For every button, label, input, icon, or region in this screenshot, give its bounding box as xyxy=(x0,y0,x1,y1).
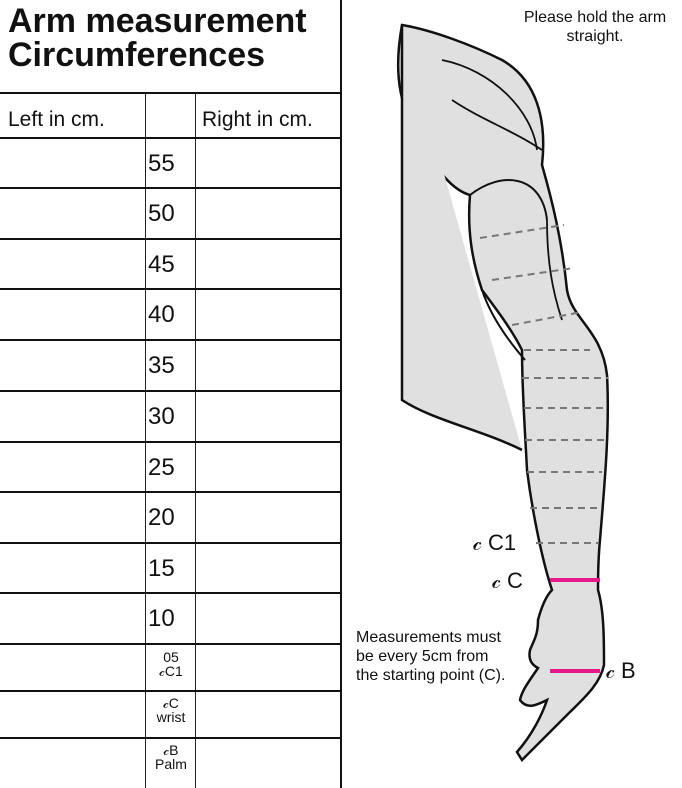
row-label-palm: Palm xyxy=(146,757,196,771)
row-line xyxy=(0,542,340,544)
marker-c: 𝒸 C xyxy=(492,568,523,594)
row-label-wrist: wrist xyxy=(146,710,196,724)
instruction-bottom: Measurements must be every 5cm from the … xyxy=(356,628,506,685)
row-value-05: 05 𝒸C1 xyxy=(146,650,196,678)
row-line xyxy=(0,288,340,290)
row-value-40: 40 xyxy=(148,301,194,329)
row-value-15: 15 xyxy=(148,555,194,583)
right-column-header: Right in cm. xyxy=(202,108,313,132)
row-value-10: 10 xyxy=(148,605,194,633)
instruction-top: Please hold the arm straight. xyxy=(520,8,670,46)
row-label-05: 05 xyxy=(146,650,196,664)
row-line xyxy=(0,187,340,189)
title-line-2: Circumferences xyxy=(8,38,338,72)
marker-c1: 𝒸 C1 xyxy=(473,530,516,556)
row-line xyxy=(0,441,340,443)
row-value-30: 30 xyxy=(148,403,194,431)
row-line xyxy=(0,491,340,493)
row-value-55: 55 xyxy=(148,150,194,178)
row-line xyxy=(0,339,340,341)
row-value-50: 50 xyxy=(148,200,194,228)
row-value-20: 20 xyxy=(148,504,194,532)
row-line xyxy=(0,390,340,392)
left-column-header: Left in cm. xyxy=(8,108,105,132)
row-label-b: 𝒸B xyxy=(146,743,196,757)
row-value-palm: 𝒸B Palm xyxy=(146,743,196,771)
page-title: Arm measurement Circumferences xyxy=(8,4,338,72)
row-line xyxy=(0,643,340,645)
row-value-wrist: 𝒸C wrist xyxy=(146,696,196,724)
row-value-25: 25 xyxy=(148,454,194,482)
row-value-35: 35 xyxy=(148,352,194,380)
row-line xyxy=(0,238,340,240)
row-line xyxy=(0,592,340,594)
row-label-c: 𝒸C xyxy=(146,696,196,710)
title-divider xyxy=(0,92,340,94)
row-line xyxy=(0,737,340,739)
marker-b: 𝒸 B xyxy=(606,658,636,684)
title-line-1: Arm measurement xyxy=(8,4,338,38)
row-value-45: 45 xyxy=(148,251,194,279)
row-line xyxy=(0,690,340,692)
row-label-c1: 𝒸C1 xyxy=(146,664,196,678)
row-line xyxy=(0,137,340,139)
